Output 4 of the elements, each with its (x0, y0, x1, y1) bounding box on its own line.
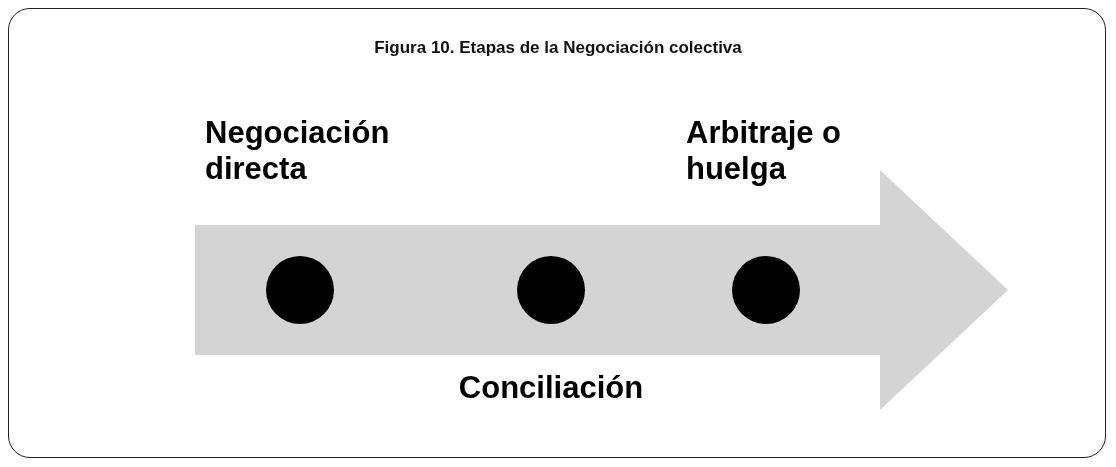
stage-label: Conciliación (457, 370, 645, 406)
stage-label: Negociación directa (205, 115, 391, 187)
figure-title: Figura 10. Etapas de la Negociación colectiva (373, 38, 743, 58)
stage-label: Arbitraje o huelga (686, 115, 843, 187)
